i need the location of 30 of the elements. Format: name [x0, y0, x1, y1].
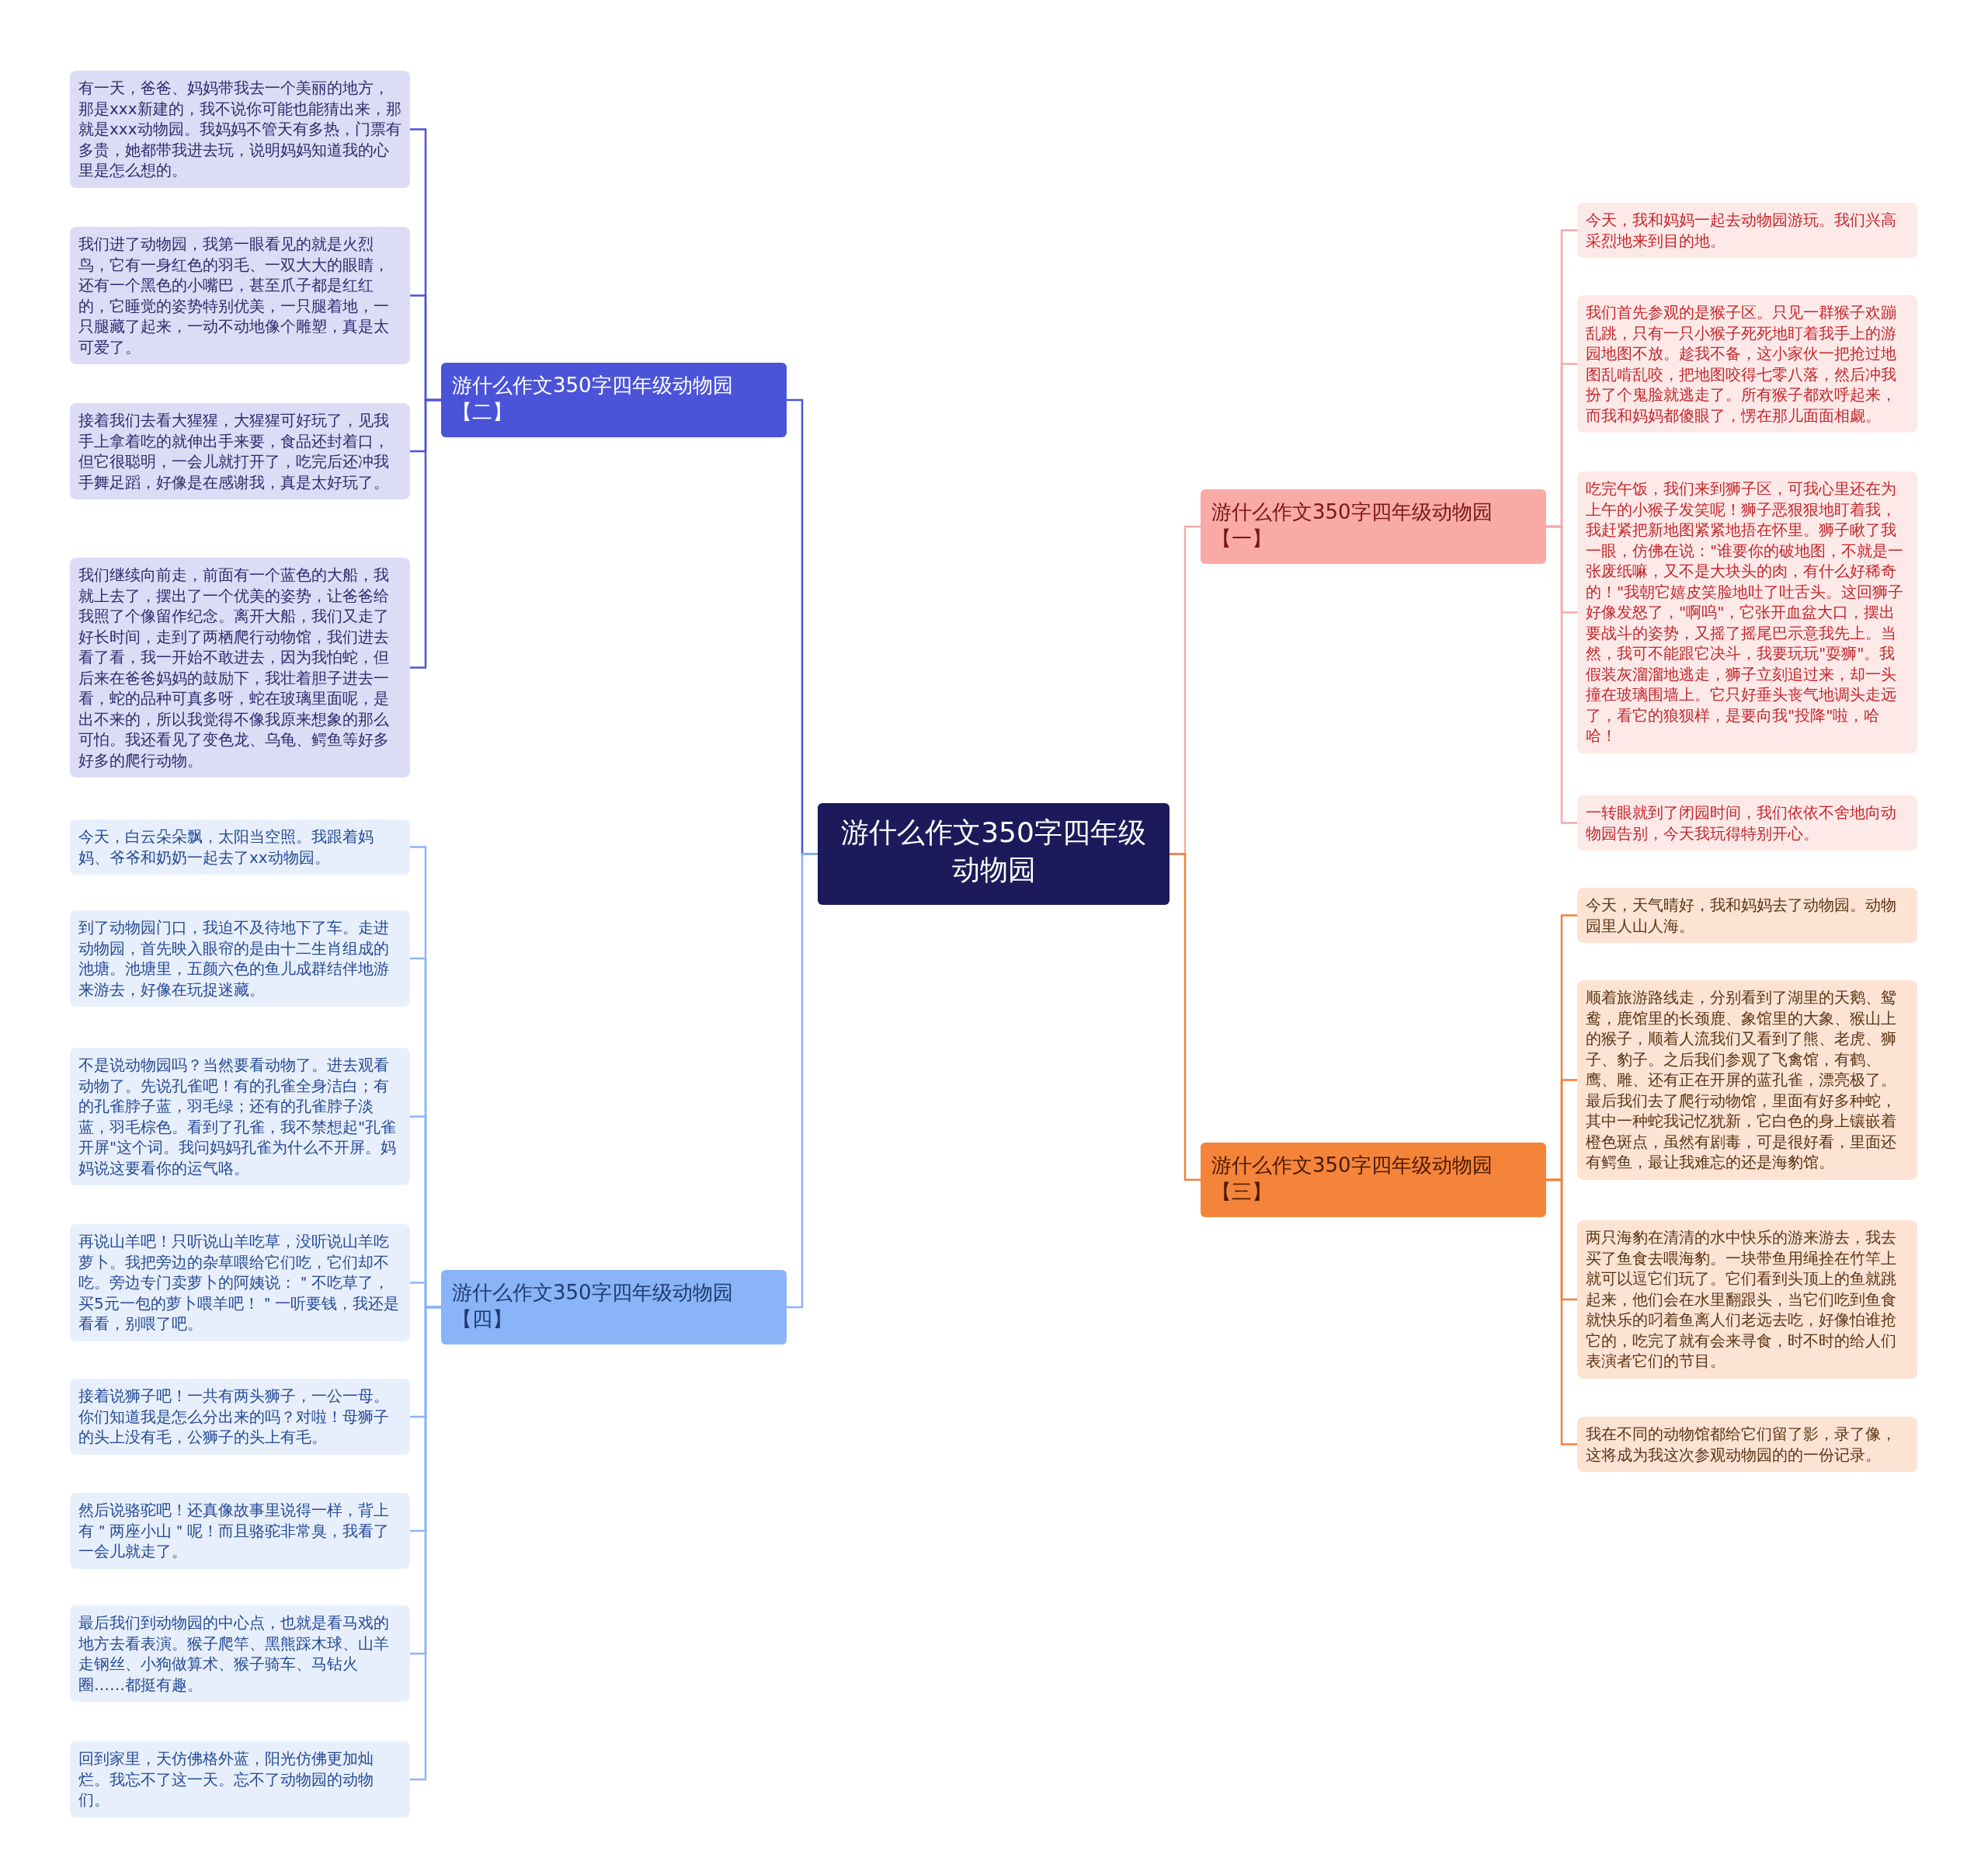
branch-topic: 游什么作文350字四年级动物园【一】 — [1201, 489, 1546, 564]
text-card: 顺着旅游路线走，分别看到了湖里的天鹅、鸳鸯，鹿馆里的长颈鹿、象馆里的大象、猴山上的猴子，顺着人流我们又看到了熊、老虎、狮子、豹子。之后我们参观了飞禽馆，有鹤、鹰、雕、还有正在开屏的蓝孔雀，漂亮极了。最后我们去了爬行动物馆，里面有好多种蛇，其中一种蛇我记忆犹新，它白色的身上镶嵌着橙色斑点，虽然有剧毒，可是很好看，里面还有鳄鱼，最让我难忘的还是海豹馆。 — [1577, 980, 1917, 1180]
text-card: 今天，白云朵朵飘，太阳当空照。我跟着妈妈、爷爷和奶奶一起去了xx动物园。 — [70, 819, 410, 875]
connector-line — [410, 398, 441, 669]
text-card: 吃完午饭，我们来到狮子区，可我心里还在为上午的小猴子发笑呢！狮子恶狠狠地盯着我，我赶紧把新地图紧紧地捂在怀里。狮子瞅了我一眼，仿佛在说："谁要你的破地图，不就是一张废纸嘛，又不是大块头的肉，有什么好稀奇的！"我朝它嬉皮笑脸地吐了吐舌头。这回狮子好像发怒了，"啊呜"，它张开血盆大口，摆出要战斗的姿势，又摇了摇尾巴示意我先上。当然，我可不能跟它决斗，我要玩玩"耍狮"。我假装灰溜溜地逃走，狮子立刻追过来，却一头撞在玻璃围墙上。它只好垂头丧气地调头走远了，看它的狼狈样，是要向我"投降"啦，哈哈！ — [1577, 471, 1917, 753]
text-card: 我们继续向前走，前面有一个蓝色的大船，我就上去了，摆出了一个优美的姿势，让爸爸给我照了个像留作纪念。离开大船，我们又走了好长时间，走到了两栖爬行动物馆，我们进去看了看，我一开始不敢进去，因为我怕蛇，但后来在爸爸妈妈的鼓励下，我壮着胆子进去一看，蛇的品种可真多呀，蛇在玻璃里面呢，是出不来的，所以我觉得不像我原来想象的那么可怕。我还看见了变色龙、乌龟、鳄鱼等好多好多的爬行动物。 — [70, 558, 410, 777]
text-card: 我们首先参观的是猴子区。只见一群猴子欢蹦乱跳，只有一只小猴子死死地盯着我手上的游园地图不放。趁我不备，这小家伙一把抢过地图乱啃乱咬，把地图咬得七零八落，然后冲我扮了个鬼脸就逃走了。所有猴子都欢呼起来，而我和妈妈都傻眼了，愣在那儿面面相觑。 — [1577, 295, 1917, 433]
text-card: 我们进了动物园，我第一眼看见的就是火烈鸟，它有一身红色的羽毛、一双大大的眼睛，还有一个黑色的小嘴巴，甚至爪子都是红红的，它睡觉的姿势特别优美，一只腿着地，一只腿藏了起来，一动不动地像个雕塑，真是太可爱了。 — [70, 227, 410, 364]
text-card: 接着说狮子吧！一共有两头狮子，一公一母。你们知道我是怎么分出来的吗？对啦！母狮子的头上没有毛，公狮子的头上有毛。 — [70, 1379, 410, 1455]
text-card: 今天，我和妈妈一起去动物园游玩。我们兴高采烈地来到目的地。 — [1577, 203, 1917, 258]
text-card: 有一天，爸爸、妈妈带我去一个美丽的地方，那是xxx新建的，我不说你可能也能猜出来，那就是xxx动物园。我妈妈不管天有多热，门票有多贵，她都带我进去玩，说明妈妈知道我的心里是怎么想的。 — [70, 71, 410, 188]
text-card: 不是说动物园吗？当然要看动物了。进去观看动物了。先说孔雀吧！有的孔雀全身洁白；有的孔雀脖子蓝，羽毛绿；还有的孔雀脖子淡蓝，羽毛棕色。看到了孔雀，我不禁想起"孔雀开屏"这个词。我问妈妈孔雀为什么不开屏。妈妈说这要看你的运气咯。 — [70, 1048, 410, 1185]
connector-line — [787, 853, 818, 1309]
branch-topic: 游什么作文350字四年级动物园【二】 — [441, 363, 787, 437]
branch-topic: 游什么作文350字四年级动物园【三】 — [1201, 1143, 1546, 1217]
connector-line — [1170, 853, 1201, 1181]
text-card: 再说山羊吧！只听说山羊吃草，没听说山羊吃萝卜。我把旁边的杂草喂给它们吃，它们却不吃。旁边专门卖萝卜的阿姨说：＂不吃草了，买5元一包的萝卜喂羊吧！＂一听要钱，我还是看看，别喂了吧。 — [70, 1224, 410, 1341]
text-card: 一转眼就到了闭园时间，我们依依不舍地向动物园告别，今天我玩得特别开心。 — [1577, 795, 1917, 851]
connector-line — [1546, 1178, 1577, 1445]
text-card: 到了动物园门口，我迫不及待地下了车。走进动物园，首先映入眼帘的是由十二生肖组成的池塘。池塘里，五颜六色的鱼儿成群结伴地游来游去，好像在玩捉迷藏。 — [70, 910, 410, 1007]
text-card: 两只海豹在清清的水中快乐的游来游去，我去买了鱼食去喂海豹。一块带鱼用绳拴在竹竿上就可以逗它们玩了。它们看到头顶上的鱼就跳起来，他们会在水里翻跟头，当它们吃到鱼食就快乐的叼着鱼离人们老远去吃，好像怕谁抢它的，吃完了就有会来寻食，时不时的给人们表演者它们的节目。 — [1577, 1220, 1917, 1379]
branch-topic: 游什么作文350字四年级动物园【四】 — [441, 1270, 787, 1344]
central-topic: 游什么作文350字四年级动物园 — [818, 803, 1170, 905]
text-card: 回到家里，天仿佛格外蓝，阳光仿佛更加灿烂。我忘不了这一天。忘不了动物园的动物们。 — [70, 1741, 410, 1818]
text-card: 我在不同的动物馆都给它们留了影，录了像，这将成为我这次参观动物园的的一份记录。 — [1577, 1417, 1917, 1472]
text-card: 然后说骆驼吧！还真像故事里说得一样，背上有＂两座小山＂呢！而且骆驼非常臭，我看了一会儿就走了。 — [70, 1493, 410, 1569]
connector-line — [1546, 525, 1577, 824]
text-card: 接着我们去看大猩猩，大猩猩可好玩了，见我手上拿着吃的就伸出手来要，食品还封着口，但它很聪明，一会儿就打开了，吃完后还冲我手舞足蹈，好像是在感谢我，真是太好玩了。 — [70, 403, 410, 499]
text-card: 最后我们到动物园的中心点，也就是看马戏的地方去看表演。猴子爬竿、黑熊踩木球、山羊走钢丝、小狗做算术、猴子骑车、马钻火圈……都挺有趣。 — [70, 1605, 410, 1702]
text-card: 今天，天气晴好，我和妈妈去了动物园。动物园里人山人海。 — [1577, 888, 1917, 943]
